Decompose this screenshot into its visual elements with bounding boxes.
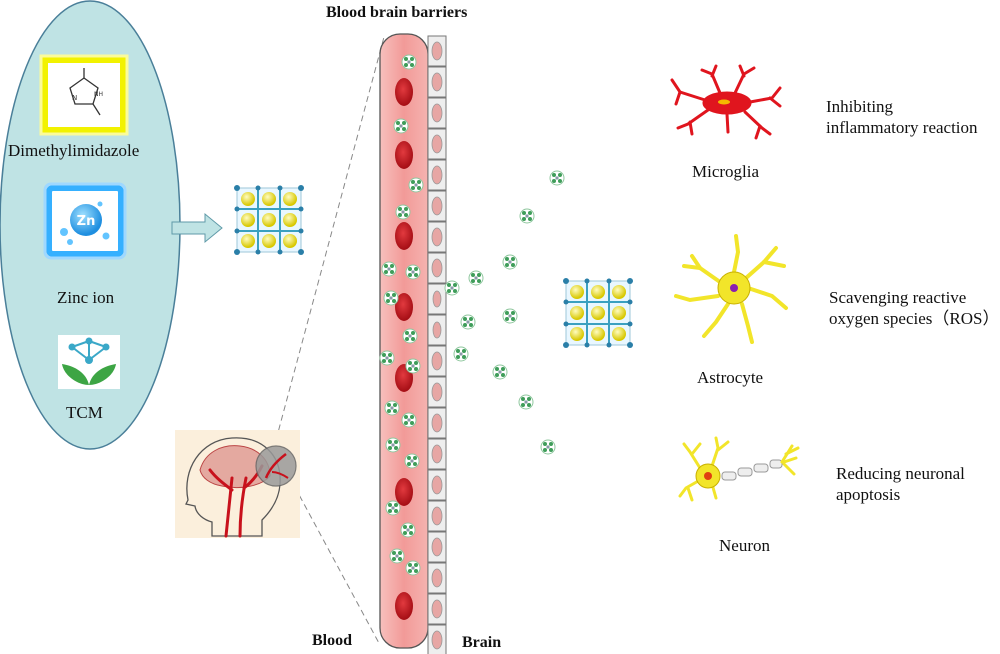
endothelial-nucleus: [431, 227, 443, 247]
head-brain-illustration: [175, 430, 300, 538]
nanoparticle: [384, 400, 400, 416]
microglia-cell-icon: [670, 64, 782, 140]
nanoparticle: [444, 280, 460, 296]
red-blood-cell: [395, 478, 413, 506]
nanoparticle: [395, 204, 411, 220]
endothelial-nucleus: [431, 599, 443, 619]
label-blood-side: Blood: [312, 632, 353, 649]
nanoparticle: [405, 358, 421, 374]
endothelial-nucleus: [431, 382, 443, 402]
nanoparticle: [401, 412, 417, 428]
nanoparticle: [400, 522, 416, 538]
effect-neuron-line2: apoptosis: [836, 485, 901, 504]
nanoparticle: [393, 118, 409, 134]
nanoparticle: [460, 314, 476, 330]
endothelial-nucleus: [431, 475, 443, 495]
nanoparticle: [540, 439, 556, 455]
nanoparticle: [502, 308, 518, 324]
zoom-line-bottom: [289, 477, 381, 646]
title-blood-brain-barriers: Blood brain barriers: [326, 4, 468, 21]
nanoparticle: [383, 290, 399, 306]
nanoparticle: [405, 560, 421, 576]
zinc-ion-icon: Zn: [43, 182, 127, 260]
label-dimethylimidazole: Dimethylimidazole: [8, 141, 140, 160]
endothelial-nucleus: [431, 444, 443, 464]
effect-microglia-line2: inflammatory reaction: [826, 118, 978, 137]
label-zinc-ion: Zinc ion: [57, 288, 115, 307]
label-neuron: Neuron: [719, 536, 770, 555]
red-blood-cells: [395, 78, 413, 620]
endothelial-barrier: [427, 35, 447, 654]
endothelial-nucleus: [431, 630, 443, 650]
endothelial-nucleus: [431, 413, 443, 433]
nanoparticle: [408, 177, 424, 193]
nanoparticle: [385, 500, 401, 516]
red-blood-cell: [395, 592, 413, 620]
nanoparticle: [405, 264, 421, 280]
framework-crystal-brain: [562, 277, 634, 349]
nanoparticle: [404, 453, 420, 469]
endothelial-nucleus: [432, 290, 442, 308]
red-blood-cell: [395, 141, 413, 169]
astrocyte-cell-icon: [674, 234, 788, 344]
tcm-plant-molecule-icon: [58, 335, 120, 389]
brain-nanoparticles: [444, 170, 565, 455]
effect-astrocyte-line1: Scavenging reactive: [829, 288, 967, 307]
nanoparticle: [492, 364, 508, 380]
label-microglia: Microglia: [692, 162, 760, 181]
red-blood-cell: [395, 222, 413, 250]
nanoparticle: [468, 270, 484, 286]
nanoparticle: [518, 394, 534, 410]
endothelial-nucleus: [431, 103, 443, 123]
nanoparticle: [453, 346, 469, 362]
nanoparticle: [402, 328, 418, 344]
effect-microglia-line1: Inhibiting: [826, 97, 894, 116]
nanoparticle: [385, 437, 401, 453]
framework-crystal-left: [233, 184, 305, 256]
zinc-symbol: Zn: [77, 214, 96, 229]
endothelial-nucleus: [431, 196, 443, 216]
effect-neuron-line1: Reducing neuronal: [836, 464, 965, 483]
label-astrocyte: Astrocyte: [697, 368, 764, 387]
nanoparticle: [549, 170, 565, 186]
neuron-cell-icon: [678, 436, 800, 502]
nanoparticle: [379, 350, 395, 366]
svg-text:N: N: [72, 94, 77, 102]
label-tcm: TCM: [66, 403, 103, 422]
effect-astrocyte-line2: oxygen species（ROS）: [829, 309, 1000, 328]
dimethylimidazole-structure-icon: N NH: [39, 54, 129, 136]
nanoparticle: [381, 261, 397, 277]
label-brain-side: Brain: [462, 634, 502, 651]
endothelial-nucleus: [431, 506, 443, 526]
endothelial-nucleus: [431, 41, 443, 61]
nanoparticle: [502, 254, 518, 270]
endothelial-nucleus: [431, 258, 443, 278]
nanoparticle: [519, 208, 535, 224]
endothelial-nucleus: [431, 351, 443, 371]
nanoparticle: [401, 54, 417, 70]
red-blood-cell: [395, 78, 413, 106]
red-blood-cell: [395, 293, 413, 321]
endothelial-nucleus: [431, 72, 443, 92]
nanoparticle: [389, 548, 405, 564]
endothelial-nucleus: [431, 568, 443, 588]
synthesis-arrow: [171, 212, 223, 244]
endothelial-nucleus: [431, 134, 443, 154]
svg-text:NH: NH: [94, 91, 103, 98]
endothelial-nucleus: [431, 537, 443, 557]
endothelial-nucleus: [432, 321, 442, 339]
endothelial-nucleus: [431, 165, 443, 185]
